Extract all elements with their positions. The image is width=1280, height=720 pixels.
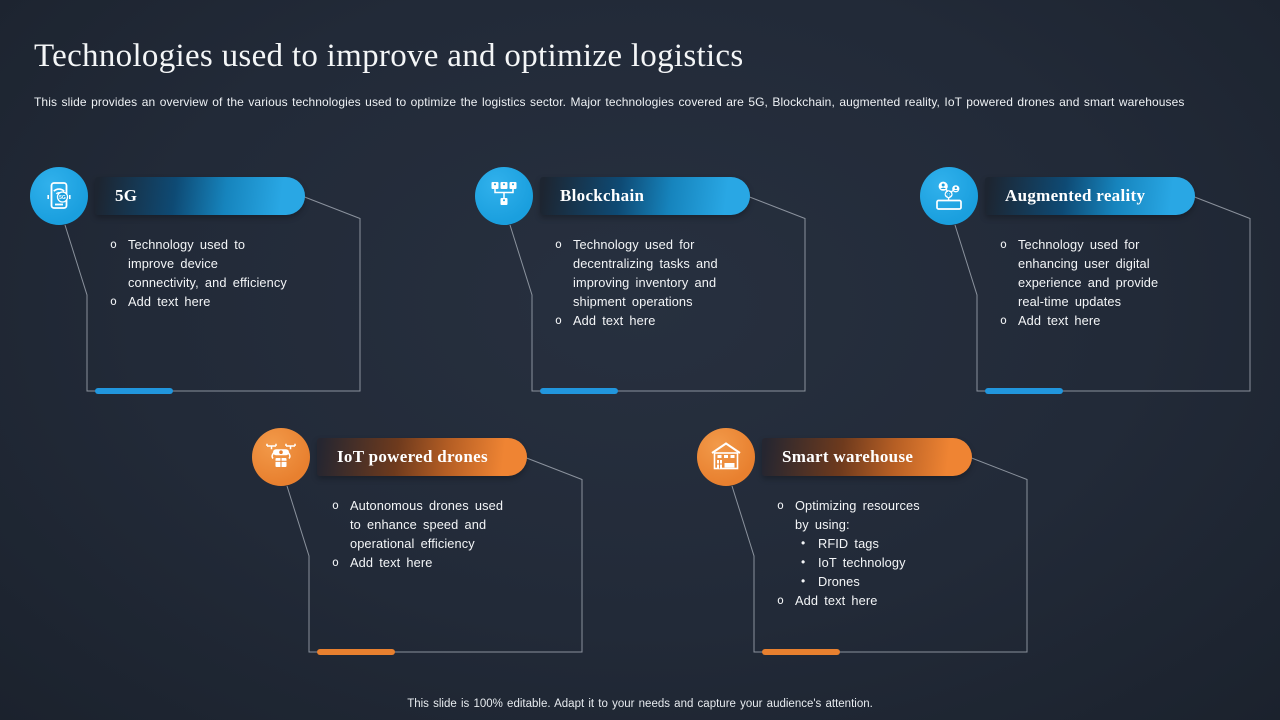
card-augmented-reality: Augmented reality o Technology used for e…	[920, 167, 1256, 397]
bullet-text: RFID tags	[818, 536, 879, 551]
card-outline	[64, 195, 361, 394]
bullet-text: Optimizing resources by using:	[795, 498, 920, 532]
bullet-text: Add text here	[795, 593, 878, 608]
smartphone-5g-glyph: 5G	[47, 182, 71, 209]
bullet-text: Autonomous drones used to enhance speed …	[350, 498, 504, 551]
bullet-marker: o	[1000, 313, 1007, 327]
bullet-text: Add text here	[573, 313, 656, 328]
bullet-item: o Add text here	[555, 311, 777, 330]
bullet-marker: o	[555, 237, 562, 251]
card-bullet-list: o Technology used for enhancing user digi…	[1000, 235, 1222, 330]
card-title: IoT powered drones	[337, 447, 488, 466]
bullet-text: IoT technology	[818, 555, 906, 570]
bullet-marker: •	[801, 536, 806, 550]
slide-subtitle: This slide provides an overview of the v…	[34, 95, 1185, 109]
card-header-pill: Smart warehouse	[762, 438, 972, 476]
svg-text:5G: 5G	[59, 195, 66, 201]
bullet-marker: •	[801, 555, 806, 569]
warehouse-glyph	[711, 442, 741, 470]
card-header-pill: Blockchain	[540, 177, 750, 215]
bullet-text: Add text here	[350, 555, 433, 570]
card-iot-powered-drones: IoT powered drones o Autonomous drones us…	[252, 428, 588, 658]
blockchain-nodes-icon	[475, 167, 533, 225]
bullet-text: Technology used to improve device connec…	[128, 237, 287, 290]
bullet-marker: o	[777, 498, 784, 512]
bullet-item: o Add text here	[332, 553, 554, 572]
card-outline	[286, 456, 583, 655]
bullet-marker: o	[1000, 237, 1007, 251]
card-title: Blockchain	[560, 186, 645, 205]
bullet-item: o Add text here	[110, 292, 332, 311]
card-outline	[954, 195, 1251, 394]
card-header-pill: 5G	[95, 177, 305, 215]
bullet-marker: o	[777, 593, 784, 607]
sub-bullet-item: • Drones	[801, 572, 999, 591]
sub-bullet-item: • RFID tags	[801, 534, 999, 553]
card-5g: 5G 5G o Technology used to improve device…	[30, 167, 366, 397]
slide-footer-note: This slide is 100% editable. Adapt it to…	[407, 698, 873, 710]
card-title: Augmented reality	[1005, 186, 1146, 205]
card-bullet-list: o Technology used to improve device conne…	[110, 235, 332, 311]
bullet-marker: o	[110, 237, 117, 251]
bullet-item: o Technology used to improve device conne…	[110, 235, 332, 292]
bullet-marker: o	[110, 294, 117, 308]
bullet-item: o Add text here	[777, 591, 999, 610]
bullet-text: Add text here	[1018, 313, 1101, 328]
card-title: 5G	[115, 186, 138, 205]
bullet-item: o Technology used for enhancing user digi…	[1000, 235, 1222, 311]
card-outline	[509, 195, 806, 394]
card-title: Smart warehouse	[782, 447, 914, 466]
bullet-marker: o	[555, 313, 562, 327]
bullet-item: o Technology used for decentralizing task…	[555, 235, 777, 311]
bullet-text: Technology used for decentralizing tasks…	[573, 237, 718, 309]
bullet-item: o Add text here	[1000, 311, 1222, 330]
bullet-marker: •	[801, 574, 806, 588]
bullet-marker: o	[332, 555, 339, 569]
card-smart-warehouse: Smart warehouse o Optimizing resources by…	[697, 428, 1033, 658]
warehouse-icon	[697, 428, 755, 486]
card-header-pill: Augmented reality	[985, 177, 1195, 215]
card-bullet-list: o Technology used for decentralizing task…	[555, 235, 777, 330]
page-title: Technologies used to improve and optimiz…	[34, 38, 744, 74]
bullet-text: Add text here	[128, 294, 211, 309]
sub-bullet-item: • IoT technology	[801, 553, 999, 572]
bullet-item: o Optimizing resources by using:	[777, 496, 999, 534]
card-bullet-list: o Autonomous drones used to enhance speed…	[332, 496, 554, 572]
smartphone-5g-icon: 5G	[30, 167, 88, 225]
card-blockchain: Blockchain o Technology used for decentra…	[475, 167, 811, 397]
bullet-item: o Autonomous drones used to enhance speed…	[332, 496, 554, 553]
blockchain-glyph	[491, 182, 517, 205]
augmented-reality-icon	[920, 167, 978, 225]
bullet-text: Technology used for enhancing user digit…	[1018, 237, 1159, 309]
drone-glyph	[266, 443, 296, 467]
card-bullet-list: o Optimizing resources by using: • RFID tag…	[777, 496, 999, 610]
card-header-pill: IoT powered drones	[317, 438, 527, 476]
drone-icon	[252, 428, 310, 486]
bullet-text: Drones	[818, 574, 860, 589]
bullet-marker: o	[332, 498, 339, 512]
card-outline	[731, 456, 1028, 655]
augmented-reality-glyph	[936, 181, 962, 210]
